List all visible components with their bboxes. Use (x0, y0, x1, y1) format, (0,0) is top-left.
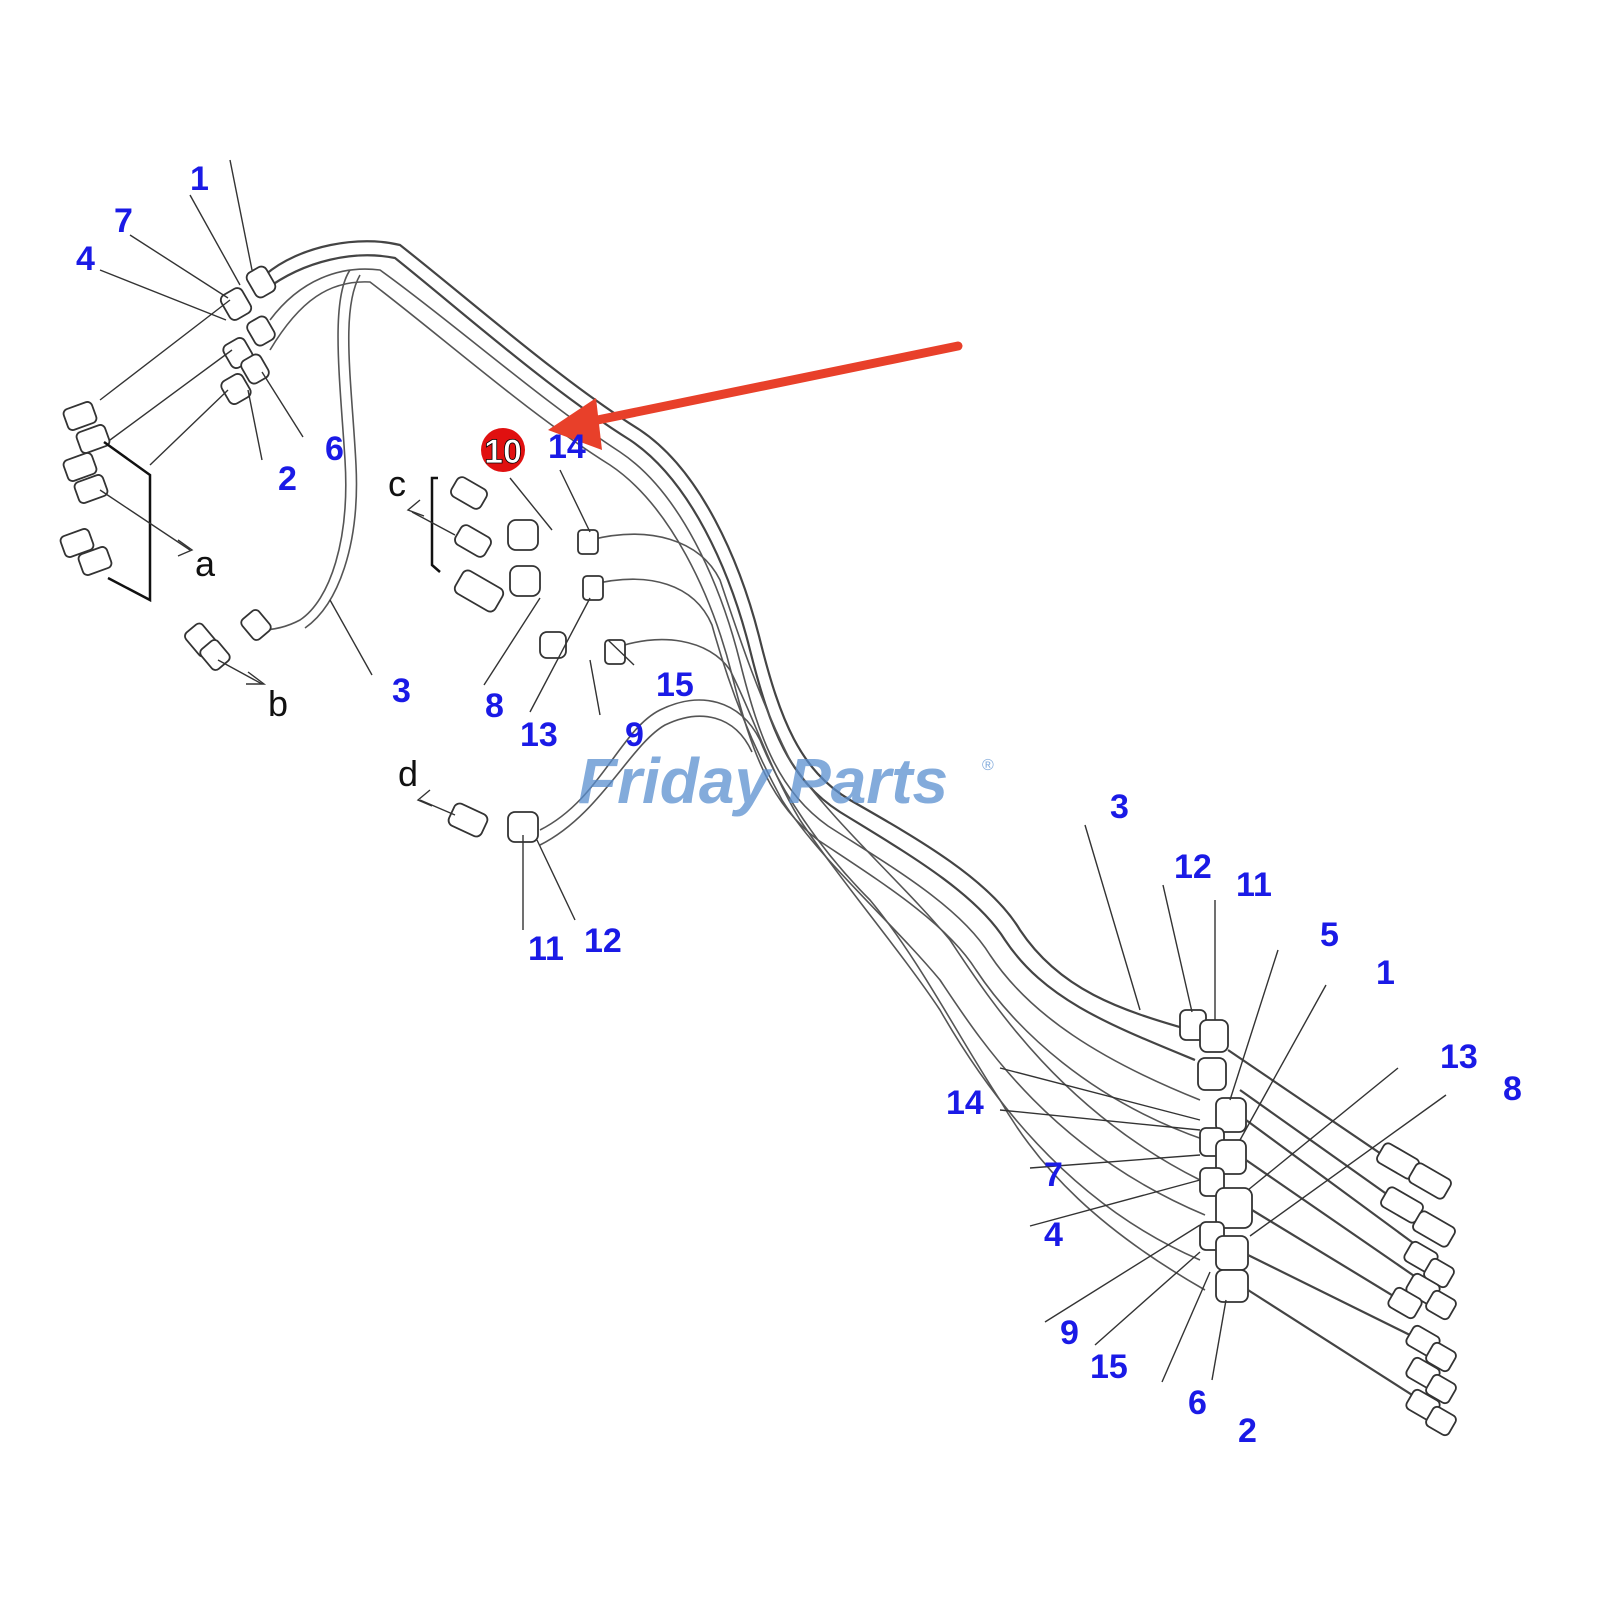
callout-label: 8 (1503, 1070, 1522, 1108)
watermark-registered-mark: ® (982, 757, 994, 774)
highlight-badge: 10 (481, 428, 525, 472)
callout-label: 13 (1440, 1038, 1478, 1076)
watermark-text-friday: Friday (578, 745, 773, 817)
callout-label: 11 (1236, 866, 1272, 904)
pointer-arrow (548, 341, 963, 450)
callout-label: 1 (1376, 954, 1395, 992)
callout-label: 5 (1320, 916, 1339, 954)
callout-label: 3 (1110, 788, 1129, 826)
callout-label: 14 (548, 428, 586, 466)
callout-label: 3 (392, 672, 411, 710)
callouts-middle: 14 8 13 9 3 15 11 12 (392, 428, 694, 968)
callout-label: 15 (656, 666, 694, 704)
hose-bundle (259, 240, 1206, 1291)
view-letters: a b c d (195, 463, 418, 794)
callout-label: 1 (190, 160, 209, 198)
callouts-top-left: 1 7 4 6 2 (76, 160, 344, 498)
callout-label: 12 (584, 922, 622, 960)
top-left-fittings (59, 265, 277, 603)
callout-label: 9 (625, 716, 644, 754)
callout-label: 4 (1044, 1216, 1063, 1254)
callout-label: 12 (1174, 848, 1212, 886)
callout-label: 13 (520, 716, 558, 754)
callout-label: 9 (1060, 1314, 1079, 1352)
watermark-text-parts: Parts (788, 745, 948, 817)
view-c-fittings (406, 476, 626, 665)
callout-label: 14 (946, 1084, 984, 1122)
callout-label: 2 (1238, 1412, 1257, 1450)
right-fitting-stack (1179, 1009, 1457, 1437)
callout-label: 7 (114, 202, 133, 240)
callout-label: 4 (76, 240, 95, 278)
leader-lines (99, 159, 1447, 1383)
callout-label: 15 (1090, 1348, 1128, 1386)
callouts-right-upper: 3 12 11 5 1 13 8 (1110, 788, 1522, 1108)
view-letter: c (388, 463, 406, 504)
view-letter: d (398, 753, 418, 794)
callout-label: 6 (1188, 1384, 1207, 1422)
view-d-fittings (416, 789, 539, 843)
view-letter: a (195, 543, 216, 584)
view-letter: b (268, 683, 288, 724)
callout-label: 8 (485, 687, 504, 725)
callout-label: 2 (278, 460, 297, 498)
callout-label: 7 (1044, 1156, 1063, 1194)
callouts-right-lower: 14 7 4 9 15 6 2 (946, 1084, 1257, 1450)
watermark: Friday Parts ® (578, 745, 994, 817)
callout-label: 11 (528, 930, 564, 968)
callout-label: 6 (325, 430, 344, 468)
highlight-label: 10 (484, 433, 522, 471)
view-b-fittings (184, 609, 272, 685)
